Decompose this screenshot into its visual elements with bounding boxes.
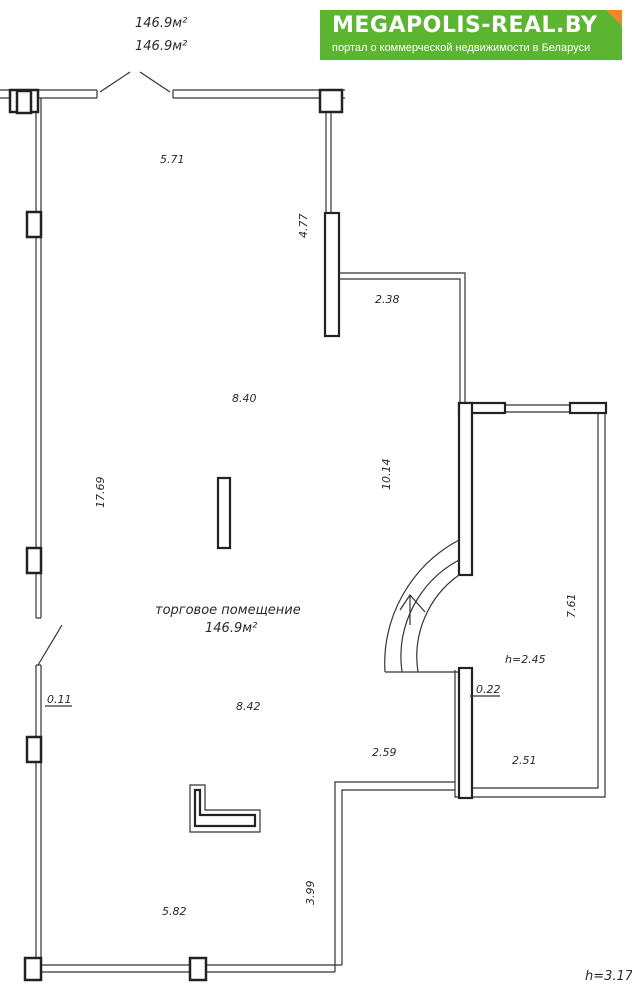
left-door-leaf (99, 71, 131, 93)
dim-step-width: 2.38 (375, 293, 400, 306)
lower-right-wall (334, 781, 455, 972)
counter (189, 784, 261, 833)
left-wall (35, 98, 63, 965)
bottom-wall (28, 964, 342, 973)
column-top-right (318, 88, 344, 114)
dimension-ticks (45, 695, 500, 707)
column-left-1 (25, 210, 43, 239)
door-swing-arrow (399, 594, 426, 625)
side-room-height: h=2.45 (505, 653, 546, 666)
dim-side-room-wall: 0.22 (476, 683, 501, 696)
column-bottom-left (23, 956, 43, 982)
dim-mid-width-lower: 8.42 (236, 700, 261, 713)
dim-total-length: 17.69 (94, 477, 107, 509)
side-room-pier-right (568, 401, 608, 415)
dim-side-room-width: 2.51 (512, 754, 537, 767)
room-area: 146.9м² (205, 621, 257, 636)
column-top-left-inner (15, 89, 33, 115)
logo-corner-icon (606, 10, 622, 26)
dim-lower-step: 2.59 (372, 746, 397, 759)
right-upper-wall (323, 98, 466, 405)
right-door-leaf (139, 71, 171, 93)
room-name: торговое помещение (155, 603, 301, 618)
header-area-2: 146.9м² (135, 39, 187, 54)
side-room-wall-upper (457, 401, 474, 577)
dim-mid-width-upper: 8.40 (232, 392, 257, 405)
top-entrance (0, 71, 345, 99)
columns (8, 88, 344, 982)
dim-left-offset: 0.11 (47, 693, 72, 706)
ceiling-height: h=3.17 (585, 969, 632, 984)
column-left-3 (25, 735, 43, 764)
dim-bottom-width: 5.82 (162, 905, 187, 918)
dim-mid-length: 10.14 (380, 459, 393, 491)
column-bottom-mid (188, 956, 208, 982)
dim-bottom-wall: 3.99 (304, 881, 317, 906)
dim-upper-wall: 4.77 (297, 214, 310, 239)
site-logo[interactable]: MEGAPOLIS-REAL.BY портал о коммерческой … (320, 10, 622, 60)
logo-title: MEGAPOLIS-REAL.BY (332, 13, 598, 38)
side-room-wall-lower (457, 666, 474, 800)
header-area-1: 146.9м² (135, 16, 187, 31)
side-door-leaf (37, 624, 63, 666)
central-pier (216, 476, 232, 550)
dim-side-room-length: 7.61 (565, 594, 578, 619)
logo-subtitle: портал о коммерческой недвижимости в Бел… (332, 42, 591, 54)
dim-top-width: 5.71 (160, 153, 185, 166)
side-room (384, 401, 608, 800)
column-left-2 (25, 546, 43, 575)
upper-wall-pier (323, 211, 341, 338)
